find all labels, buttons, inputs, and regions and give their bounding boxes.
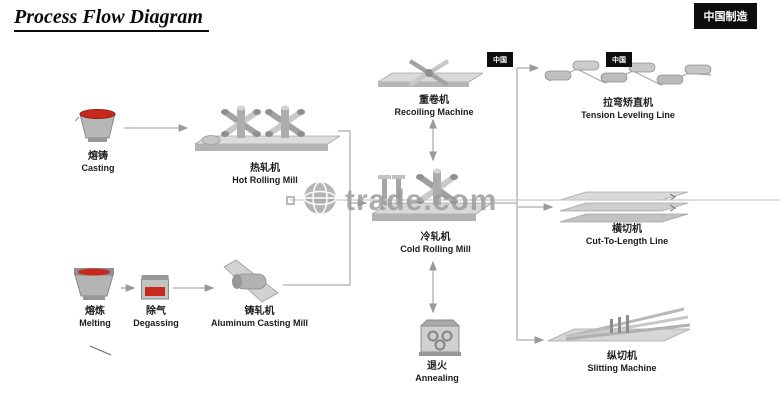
- aluminum-casting-mill-icon: [220, 257, 280, 305]
- label-recoiling-machine: 重卷机 Recoiling Machine: [378, 94, 490, 119]
- label-cold-rolling-mill-en: Cold Rolling Mill: [400, 244, 471, 254]
- label-aluminum-casting-mill-en: Aluminum Casting Mill: [210, 318, 308, 328]
- label-hot-rolling-mill: 热轧机 Hot Rolling Mill: [190, 162, 340, 187]
- label-hot-rolling-mill-en: Hot Rolling Mill: [232, 175, 298, 185]
- hot-rolling-mill-icon: [193, 100, 342, 160]
- label-tension-leveling-line-en: Tension Leveling Line: [581, 110, 675, 120]
- slitting-machine-icon: [547, 305, 692, 350]
- recoiling-machine-icon: [376, 55, 485, 93]
- watermark: trade.com: [286, 180, 497, 221]
- made-in-china-badge-top-right: 中国制造: [694, 3, 757, 29]
- label-melting-en: Melting: [79, 318, 111, 328]
- tension-leveling-line-icon: [543, 55, 713, 95]
- line-junction-left: [283, 130, 351, 286]
- label-recoiling-machine-zh: 重卷机: [419, 95, 449, 106]
- label-annealing-en: Annealing: [415, 373, 459, 383]
- label-annealing-zh: 退火: [427, 361, 447, 372]
- label-casting-zh: 熔铸: [88, 151, 108, 162]
- label-cut-to-length-line-zh: 横切机: [612, 224, 642, 235]
- label-cold-rolling-mill-zh: 冷轧机: [420, 232, 451, 243]
- page-title: Process Flow Diagram: [14, 6, 209, 32]
- label-cut-to-length-line-en: Cut-To-Length Line: [585, 236, 669, 246]
- label-degassing: 除气 Degassing: [115, 305, 197, 330]
- melting-crucible-icon: [70, 265, 118, 303]
- made-in-china-badge-mid-right: 中国: [606, 52, 632, 67]
- label-cut-to-length-line: 横切机 Cut-To-Length Line: [557, 223, 697, 248]
- label-slitting-machine-en: Slitting Machine: [587, 363, 657, 373]
- globe-icon: [302, 180, 338, 221]
- label-casting-en: Casting: [81, 163, 115, 173]
- casting-crucible-icon: [74, 105, 120, 145]
- label-recoiling-machine-en: Recoiling Machine: [394, 107, 474, 117]
- annealing-furnace-icon: [418, 318, 462, 358]
- cut-to-length-line-icon: [558, 190, 690, 228]
- pen-mark: [89, 345, 112, 356]
- label-aluminum-casting-mill-zh: 铸轧机: [244, 306, 275, 317]
- watermark-text: trade.com: [345, 183, 498, 217]
- degassing-unit-icon: [140, 274, 170, 301]
- watermark-square: [286, 196, 295, 205]
- label-annealing: 退火 Annealing: [392, 360, 482, 385]
- label-tension-leveling-line: 拉弯矫直机 Tension Leveling Line: [553, 97, 703, 122]
- label-aluminum-casting-mill: 铸轧机 Aluminum Casting Mill: [197, 305, 322, 330]
- label-slitting-machine: 纵切机 Slitting Machine: [557, 350, 687, 375]
- made-in-china-badge-mid-left: 中国: [487, 52, 513, 67]
- label-degassing-zh: 除气: [146, 306, 166, 317]
- label-hot-rolling-mill-zh: 热轧机: [250, 163, 280, 174]
- label-melting-zh: 熔炼: [85, 306, 105, 317]
- label-degassing-en: Degassing: [133, 318, 179, 328]
- label-melting: 熔炼 Melting: [45, 305, 145, 330]
- label-slitting-machine-zh: 纵切机: [607, 351, 637, 362]
- label-casting: 熔铸 Casting: [48, 150, 148, 175]
- label-cold-rolling-mill: 冷轧机 Cold Rolling Mill: [378, 231, 493, 256]
- label-tension-leveling-line-zh: 拉弯矫直机: [603, 98, 653, 109]
